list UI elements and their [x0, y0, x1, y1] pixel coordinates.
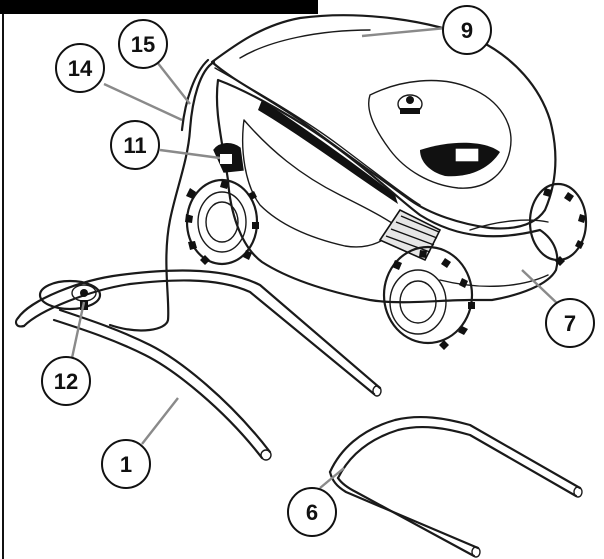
wheel-front-left [382, 245, 475, 350]
svg-text:1: 1 [120, 452, 132, 477]
svg-text:12: 12 [54, 369, 78, 394]
leader-12 [70, 301, 86, 359]
lid-panel [368, 79, 512, 189]
callout-7: 7 [545, 298, 595, 348]
leader-9 [361, 26, 447, 38]
svg-text:15: 15 [131, 32, 155, 57]
svg-text:14: 14 [68, 56, 93, 81]
svg-text:11: 11 [123, 133, 146, 158]
handle-6 [328, 415, 583, 558]
leader-11 [159, 148, 221, 160]
wheel-rear-left [185, 178, 259, 266]
wheel-rear-right [528, 182, 588, 266]
callout-9: 9 [442, 5, 492, 55]
callout-6: 6 [287, 487, 337, 537]
pool-robot [185, 14, 588, 350]
power-cable [108, 60, 216, 332]
leader-1 [141, 397, 179, 445]
callout-12: 12 [41, 356, 91, 406]
leader-14 [103, 82, 183, 122]
leader-6 [319, 467, 345, 489]
handle-assembly [14, 269, 382, 461]
side-groove [258, 100, 398, 204]
svg-text:9: 9 [461, 18, 473, 43]
leader-15 [156, 61, 191, 105]
callout-11: 11 [110, 120, 160, 170]
leader-7 [521, 269, 561, 307]
svg-text:7: 7 [564, 311, 576, 336]
svg-text:6: 6 [306, 500, 318, 525]
header-bar [0, 0, 318, 14]
callout-1: 1 [101, 439, 151, 489]
front-vent [378, 208, 442, 262]
callout-15: 15 [118, 19, 168, 69]
callout-14: 14 [55, 43, 105, 93]
